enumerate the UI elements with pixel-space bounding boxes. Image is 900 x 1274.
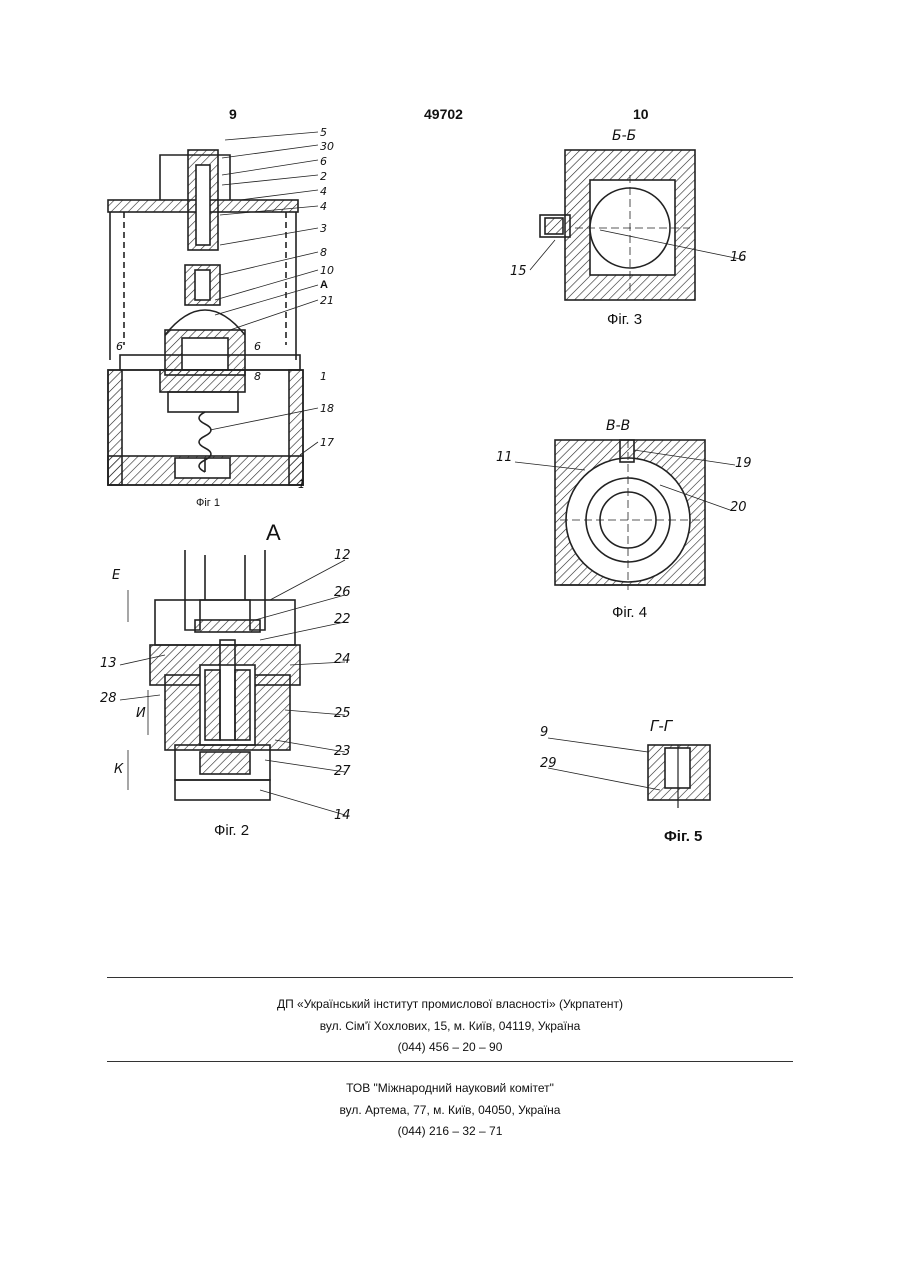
footer-divider-top	[107, 977, 793, 978]
fig1-label: 8	[320, 246, 327, 259]
fig1-label: 2	[320, 170, 327, 183]
footer-org1-address: вул. Сім'ї Хохлових, 15, м. Київ, 04119,…	[0, 1019, 900, 1033]
figure-2-drawing	[120, 550, 345, 815]
fig4-label: 20	[730, 500, 747, 515]
footer-org1-name: ДП «Український інститут промислової вла…	[0, 997, 900, 1011]
fig1-label: 18	[320, 402, 334, 415]
footer-divider-middle	[107, 1061, 793, 1062]
figure-4-caption: Фіг. 4	[612, 604, 647, 621]
figure-5-section-label: Г-Г	[650, 717, 672, 735]
fig2-label: 23	[334, 744, 351, 759]
figure-1-caption: Фіг 1	[196, 497, 220, 509]
fig2-label: 14	[334, 808, 351, 823]
figure-3-caption: Фіг. 3	[607, 311, 642, 328]
fig4-label: 11	[496, 450, 513, 465]
fig3-label: 15	[510, 264, 527, 279]
fig2-label: 28	[100, 691, 117, 706]
fig2-label: 13	[100, 656, 117, 671]
figure-2-caption: Фіг. 2	[214, 822, 249, 839]
fig1-label: 4	[320, 185, 327, 198]
fig1-label: 3	[320, 222, 327, 235]
fig2-label: 26	[334, 585, 351, 600]
figure-3-section-label: Б-Б	[612, 128, 636, 144]
fig1-label: 6	[254, 340, 261, 353]
fig1-label: 30	[320, 140, 334, 153]
fig2-label: 25	[334, 706, 351, 721]
figure-5-caption: Фіг. 5	[664, 828, 702, 845]
fig1-label: 21	[320, 294, 334, 307]
fig2-label: 22	[334, 612, 351, 627]
fig3-label: 16	[730, 250, 747, 265]
footer-org1-phone: (044) 456 – 20 – 90	[0, 1040, 900, 1054]
fig1-label: 6	[116, 340, 123, 353]
fig2-label: 27	[334, 764, 351, 779]
figure-4-section-label: В-В	[606, 418, 630, 434]
footer-org2-address: вул. Артема, 77, м. Київ, 04050, Україна	[0, 1103, 900, 1117]
fig1-label: 8	[254, 370, 261, 383]
fig1-label: 1	[298, 478, 305, 491]
figure-1-drawing	[108, 132, 318, 485]
figure-2-title: А	[266, 520, 281, 546]
fig5-label: 9	[540, 725, 548, 740]
fig2-dimension: К	[114, 762, 123, 777]
figure-3-drawing	[530, 150, 745, 300]
fig1-label: 17	[320, 436, 334, 449]
fig4-label: 19	[735, 456, 752, 471]
footer-org2-name: ТОВ "Міжнародний науковий комітет"	[0, 1081, 900, 1095]
fig2-label: 12	[334, 548, 351, 563]
figure-4-drawing	[515, 440, 735, 590]
fig1-label: 4	[320, 200, 327, 213]
fig1-label: 6	[320, 155, 327, 168]
fig2-dimension: Е	[112, 568, 120, 583]
footer-org2-phone: (044) 216 – 32 – 71	[0, 1124, 900, 1138]
fig5-label: 29	[540, 756, 557, 771]
fig1-label: 1	[320, 370, 327, 383]
figure-5-drawing	[548, 738, 710, 808]
fig1-label: 10	[320, 264, 334, 277]
fig1-label: А	[320, 279, 328, 291]
fig1-label: 5	[320, 126, 327, 139]
fig2-label: 24	[334, 652, 351, 667]
fig2-dimension: И	[136, 706, 146, 721]
